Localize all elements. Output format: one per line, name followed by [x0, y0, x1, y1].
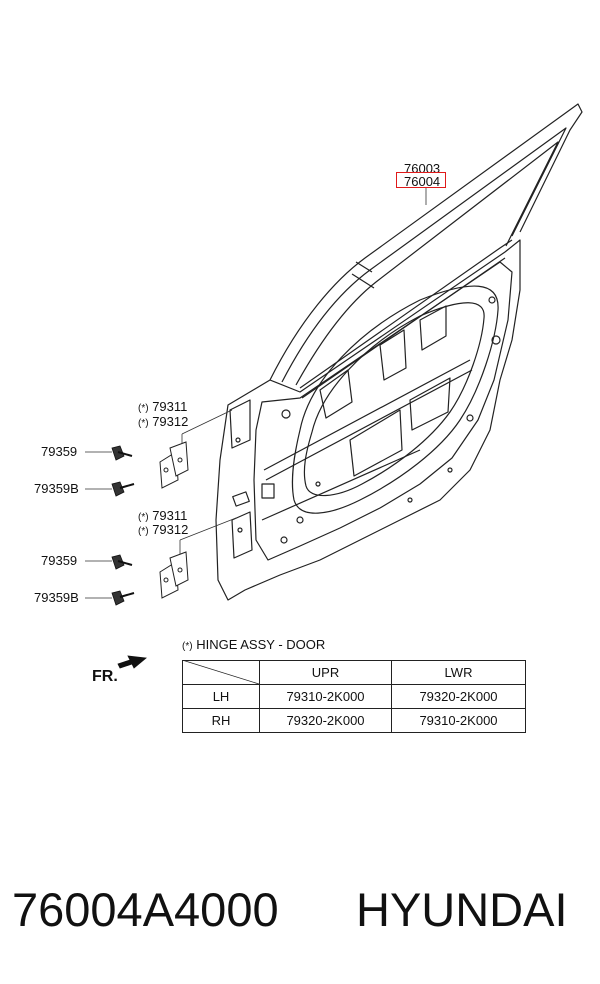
- lower-hinge-label-2: (*) 79312: [138, 522, 189, 538]
- upper-bolt-label-2: 79359B: [34, 481, 79, 496]
- table-header-upr: UPR: [259, 660, 392, 685]
- upper-hinge-label-1: (*) 79311: [138, 399, 188, 415]
- upper-bolt-label-1: 79359: [41, 444, 78, 459]
- lower-bolts: [111, 554, 135, 606]
- table-cell: 79320-2K000: [259, 708, 392, 733]
- table-header-row: UPR LWR: [182, 660, 526, 685]
- door-inner-panel: [253, 261, 513, 561]
- service-opening: [291, 285, 499, 514]
- door-body-outline: [215, 239, 521, 601]
- table-cell: RH: [182, 708, 260, 733]
- table-header-lwr: LWR: [391, 660, 526, 685]
- hinge-table-title: (*) HINGE ASSY - DOOR: [182, 637, 326, 652]
- table-row: RH 79320-2K000 79310-2K000: [182, 708, 526, 733]
- lower-bolt-label-1: 79359: [41, 553, 78, 568]
- upper-hinge: [159, 441, 189, 489]
- lower-hinge: [159, 551, 189, 599]
- part-number: 76004A4000: [12, 883, 279, 936]
- table-cell: 79310-2K000: [259, 684, 392, 709]
- table-row: LH 79310-2K000 79320-2K000: [182, 684, 526, 709]
- highlight-box: [396, 172, 446, 188]
- lower-bolt-label-2: 79359B: [34, 590, 79, 605]
- front-arrow-icon: [117, 655, 147, 669]
- lower-hinge-label-1: (*) 79311: [138, 508, 188, 524]
- door-frame-outer: [269, 103, 583, 381]
- table-cell: 79320-2K000: [391, 684, 526, 709]
- front-label: FR.: [92, 668, 118, 685]
- table-corner-diagonal: [182, 660, 259, 684]
- upper-hinge-label-2: (*) 79312: [138, 414, 189, 430]
- brand-name: HYUNDAI: [356, 883, 568, 936]
- table-cell: 79310-2K000: [391, 708, 526, 733]
- hinge-table: UPR LWR LH 79310-2K000 79320-2K000 RH 79…: [182, 660, 526, 733]
- table-cell: LH: [182, 684, 260, 709]
- part-label-76004: 76004: [404, 174, 441, 189]
- upper-bolts: [111, 445, 135, 497]
